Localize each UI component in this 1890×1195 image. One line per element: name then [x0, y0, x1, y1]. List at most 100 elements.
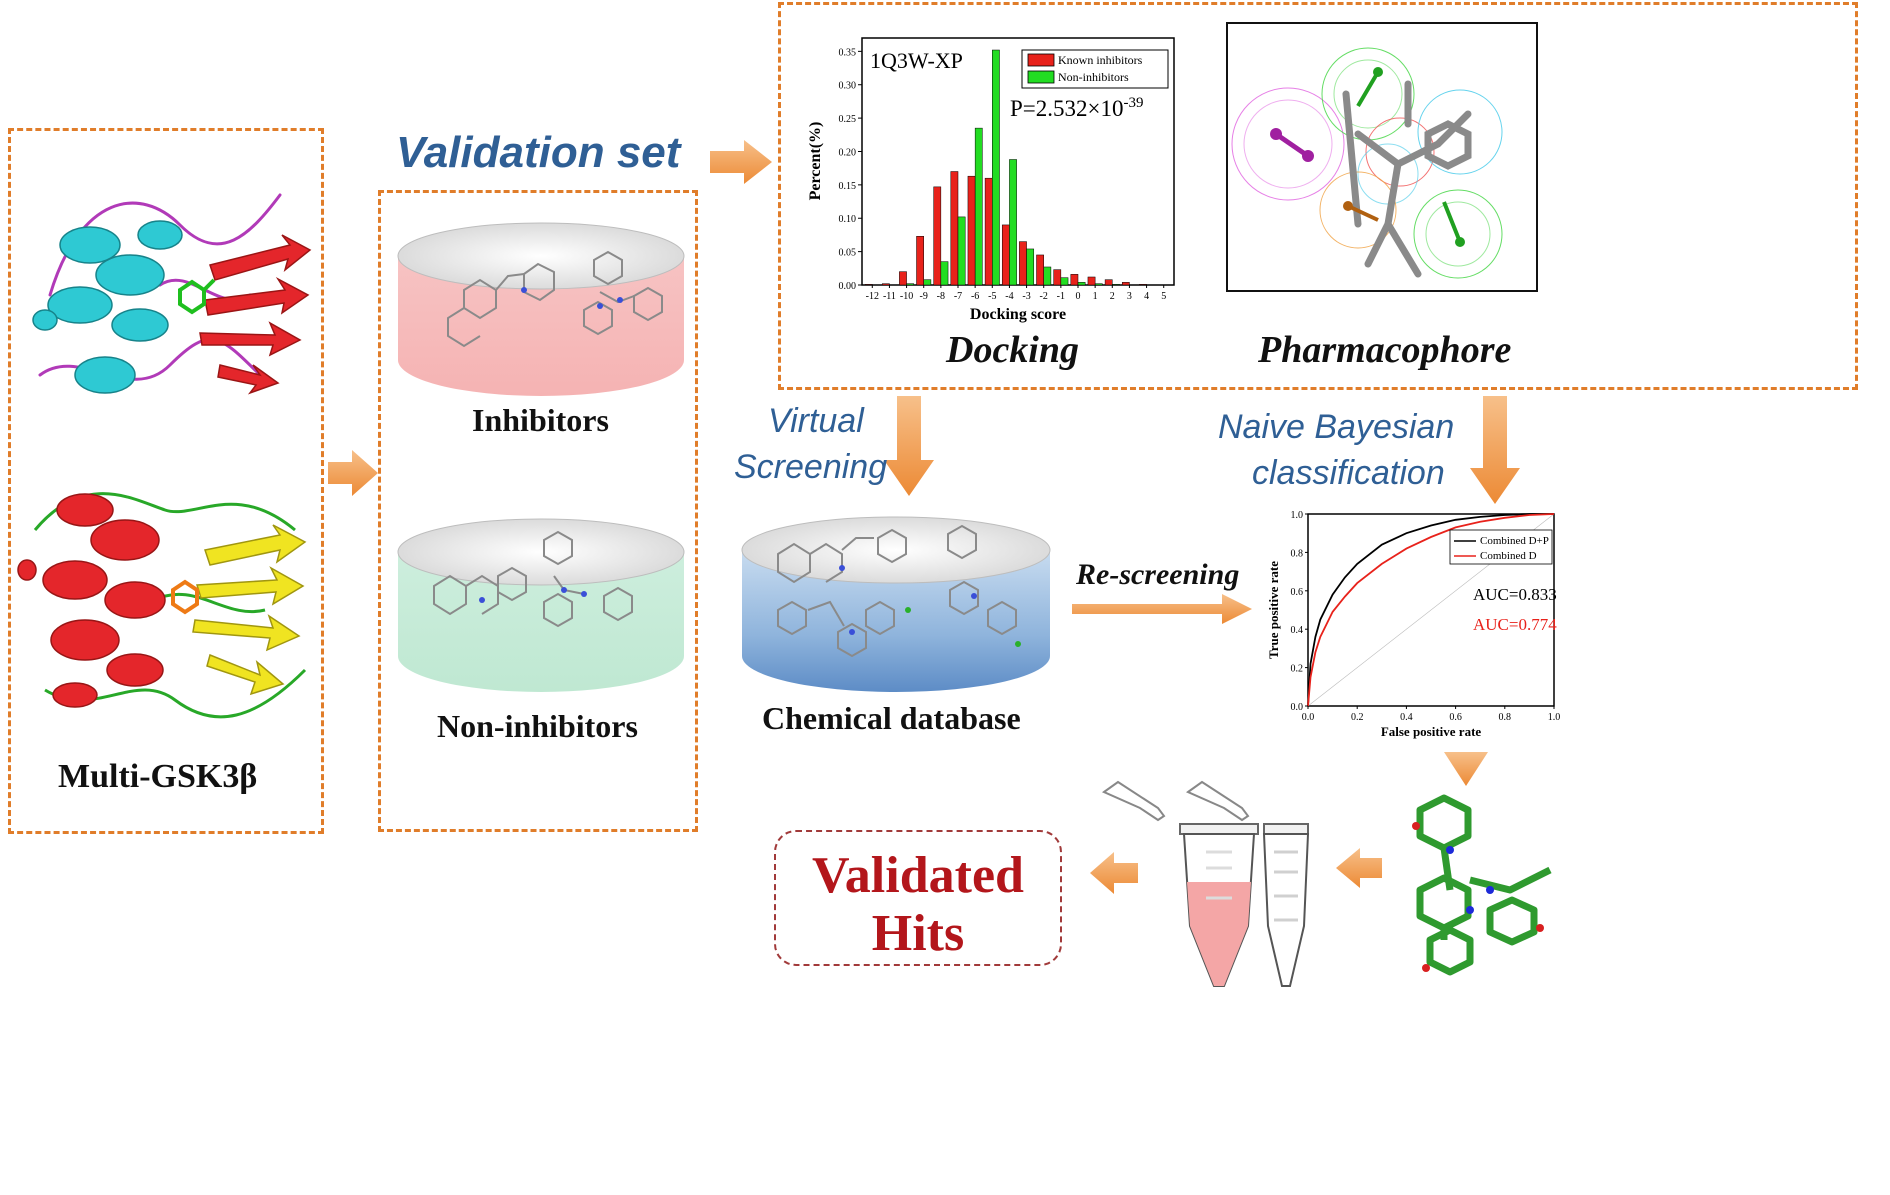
histogram-title: 1Q3W-XP [870, 48, 963, 73]
y-tick-label: 0.20 [839, 147, 857, 158]
x-tick-label: 0.4 [1400, 712, 1413, 723]
arrow-right-icon [710, 140, 772, 184]
legend-label-combined-dp: Combined D+P [1480, 535, 1549, 547]
x-tick-label: -5 [988, 291, 996, 302]
inhibitors-database-icon [397, 222, 685, 396]
bar-non--1 [1060, 277, 1069, 286]
bar-non--7 [957, 216, 966, 286]
bar-non--9 [923, 279, 932, 286]
y-tick-label: 0.4 [1291, 625, 1304, 636]
re-screening-label: Re-screening [1076, 558, 1240, 591]
pharmacophore-frame [1226, 22, 1538, 292]
bar-non--8 [940, 261, 949, 286]
hit-molecules [1412, 794, 1552, 976]
bar-non-0 [1077, 282, 1086, 286]
methods-panel [778, 2, 1858, 390]
bar-known--5 [984, 177, 993, 286]
bar-known--6 [967, 175, 976, 286]
inhibitors-label: Inhibitors [472, 402, 609, 438]
x-tick-label: 0 [1076, 291, 1081, 302]
bar-known-3 [1121, 282, 1130, 286]
classification-label: classification [1252, 454, 1445, 492]
x-tick-label: -12 [866, 291, 879, 302]
legend-label-non: Non-inhibitors [1058, 70, 1129, 84]
chemical-database-icon [741, 516, 1051, 692]
pharmacophore-model [1231, 47, 1503, 279]
legend-label-known: Known inhibitors [1058, 53, 1143, 67]
arrow-down-icon [1444, 752, 1488, 786]
bar-known--9 [916, 236, 924, 286]
validated-hits-box [774, 830, 1062, 966]
bar-known--4 [1001, 224, 1010, 286]
histogram-legend: Known inhibitors Non-inhibitors [1021, 49, 1169, 89]
y-tick-label: 0.05 [839, 248, 857, 259]
arrow-right-icon [1072, 594, 1252, 624]
x-tick-label: -8 [937, 291, 945, 302]
bar-non--6 [974, 127, 983, 286]
x-tick-label: 4 [1144, 291, 1149, 302]
bar-known--7 [950, 171, 959, 286]
x-tick-label: -3 [1022, 291, 1030, 302]
histogram-xlabel: Docking score [970, 306, 1066, 323]
validated-label: Validated [812, 847, 1024, 904]
x-tick-label: 0.2 [1351, 712, 1364, 723]
roc-legend: Combined D+P Combined D [1449, 529, 1553, 565]
auc-dp-annotation: AUC=0.833 [1473, 585, 1557, 604]
legend-label-combined-d: Combined D [1480, 550, 1537, 562]
x-tick-label: 0.8 [1499, 712, 1512, 723]
roc-ylabel: True positive rate [1266, 561, 1281, 659]
bar-non--4 [1009, 159, 1017, 286]
legend-swatch-known [1027, 53, 1055, 67]
arrow-down-icon [884, 396, 934, 496]
x-tick-label: -4 [1005, 291, 1013, 302]
bar-known--8 [933, 186, 942, 286]
auc-d-annotation: AUC=0.774 [1473, 615, 1557, 634]
protein-panel [8, 128, 324, 834]
roc-curve-combined-dp [1307, 513, 1554, 707]
tube-pink [1101, 780, 1259, 987]
y-tick-label: 0.10 [839, 214, 857, 225]
naive-bayesian-label: Naive Bayesian [1218, 408, 1455, 446]
y-tick-label: 0.00 [839, 281, 857, 292]
y-tick-label: 0.6 [1291, 587, 1304, 598]
x-tick-label: -1 [1057, 291, 1065, 302]
roc-xlabel: False positive rate [1381, 724, 1482, 739]
x-tick-label: -7 [954, 291, 962, 302]
multi-gsk-label: Multi-GSK3β [58, 758, 258, 795]
test-tubes-icon [1101, 780, 1310, 987]
arrow-left-icon [1090, 852, 1138, 894]
histogram-annotation: P=2.532×10-39 [1010, 95, 1143, 121]
bar-known-0 [1070, 274, 1079, 286]
tube-empty [1185, 780, 1310, 987]
screening-label: Screening [734, 448, 888, 486]
y-tick-label: 0.2 [1291, 664, 1304, 675]
arrow-right-icon [328, 450, 378, 496]
pharmacophore-label: Pharmacophore [1258, 329, 1512, 371]
bar-known-1 [1087, 276, 1096, 286]
bar-non--5 [992, 49, 1000, 286]
x-tick-label: 5 [1161, 291, 1166, 302]
bar-known--2 [1036, 254, 1044, 286]
x-tick-label: -6 [971, 291, 979, 302]
legend-swatch-non [1027, 70, 1055, 84]
bar-known--12 [864, 284, 873, 286]
bar-known--3 [1019, 241, 1027, 286]
bar-known--11 [881, 283, 890, 286]
x-tick-label: 2 [1110, 291, 1115, 302]
y-tick-label: 0.25 [839, 114, 857, 125]
bar-non--10 [906, 283, 915, 286]
x-tick-label: -10 [900, 291, 913, 302]
bar-non-2 [1112, 284, 1120, 286]
arrow-down-icon [1470, 396, 1520, 504]
bar-known-4 [1139, 284, 1147, 286]
x-tick-label: 1.0 [1548, 712, 1561, 723]
bar-known--1 [1053, 269, 1062, 286]
x-tick-label: -11 [883, 291, 896, 302]
x-tick-label: 0.6 [1449, 712, 1462, 723]
docking-label: Docking [946, 329, 1079, 371]
histogram-ylabel: Percent(%) [807, 122, 824, 201]
y-tick-label: 0.15 [839, 181, 857, 192]
protein-structure-bottom [17, 492, 307, 719]
x-tick-label: -2 [1040, 291, 1048, 302]
